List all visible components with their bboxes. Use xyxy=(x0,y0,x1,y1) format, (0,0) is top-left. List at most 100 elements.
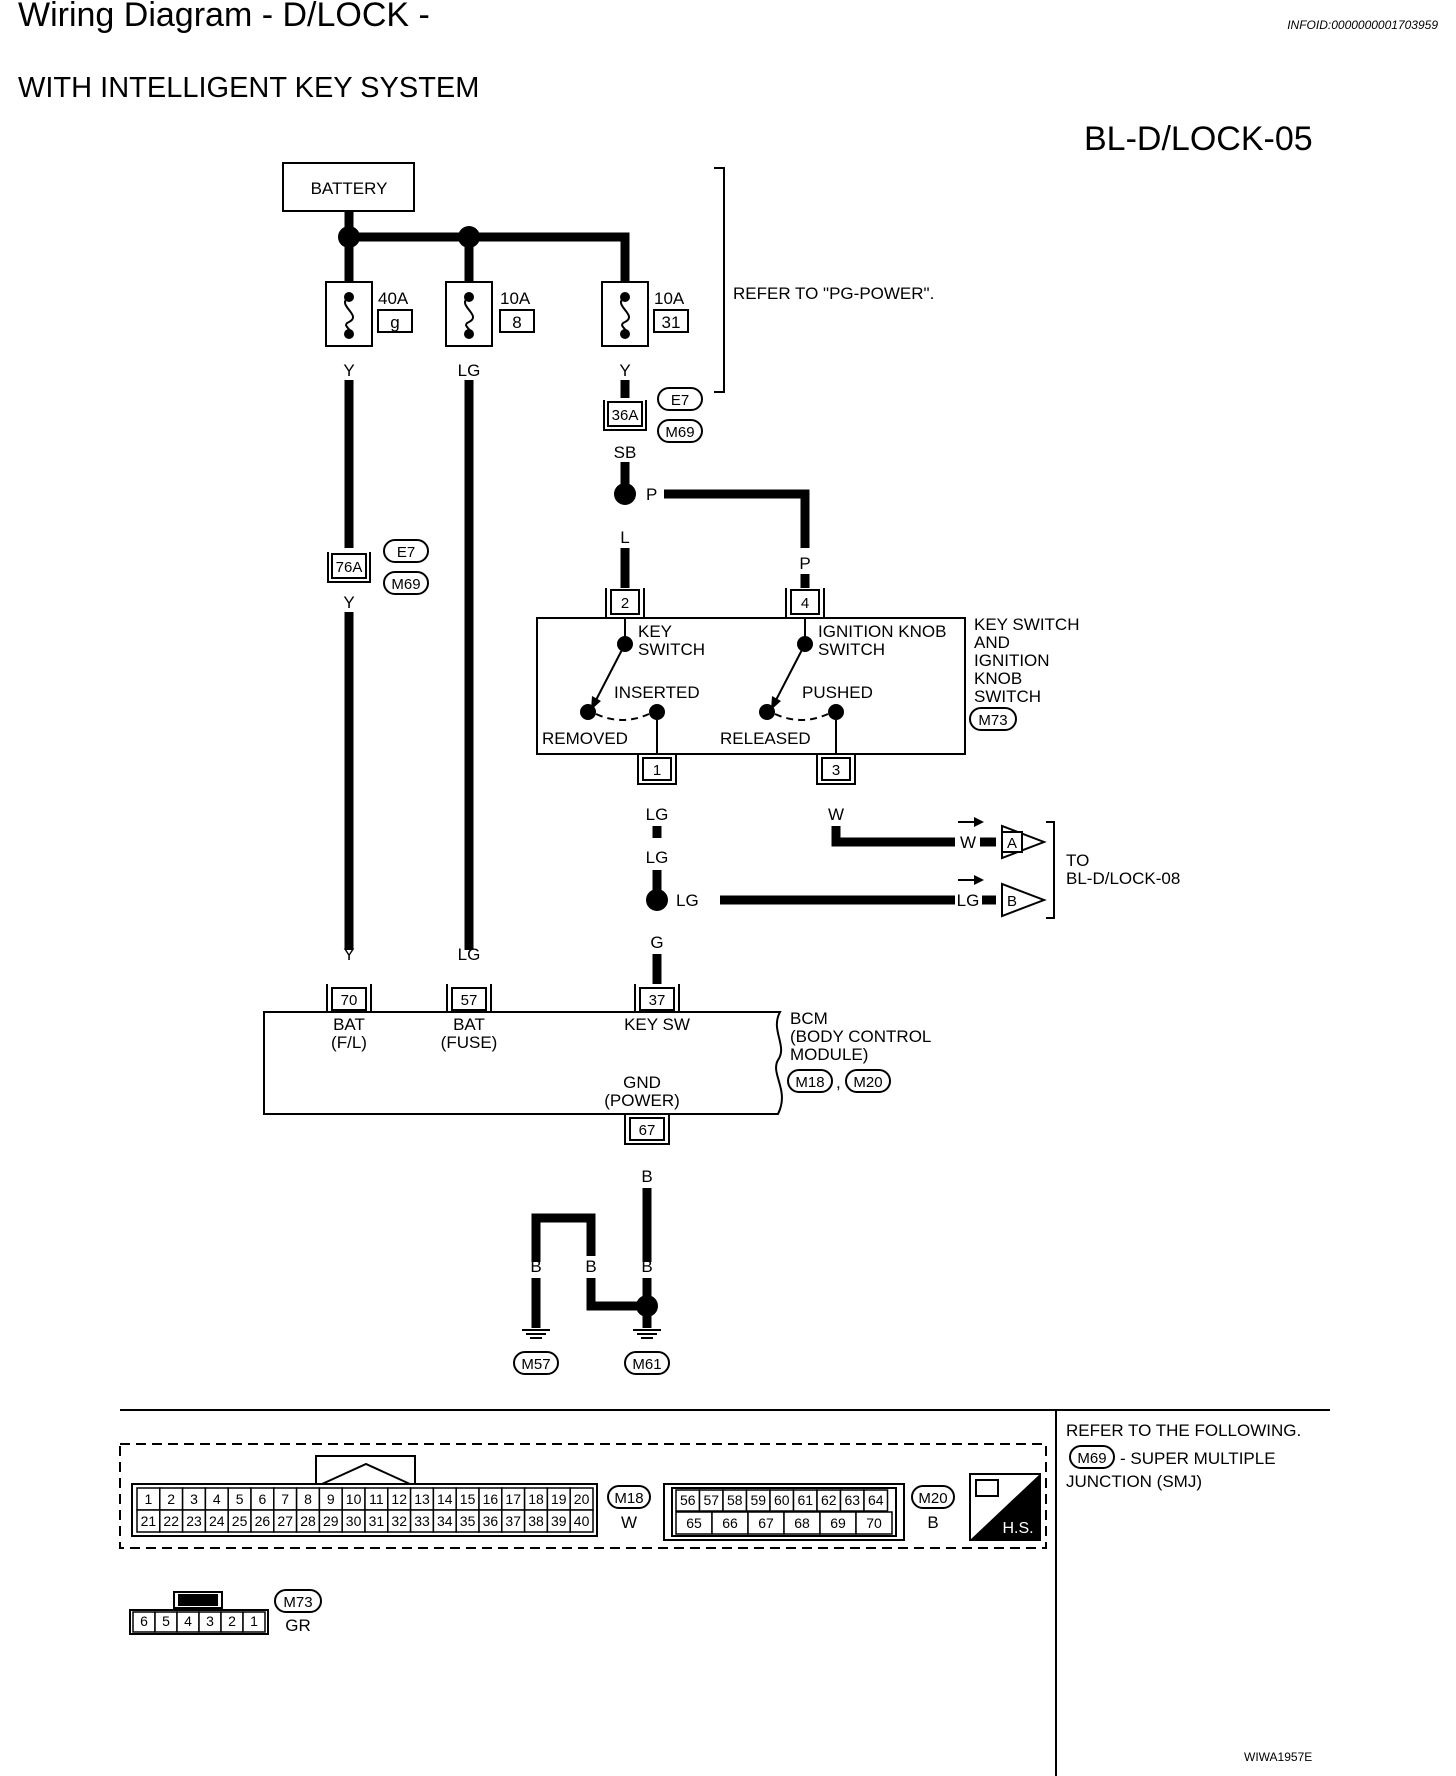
svg-text:SWITCH: SWITCH xyxy=(974,687,1041,706)
svg-text:(FUSE): (FUSE) xyxy=(441,1033,498,1052)
svg-text:B: B xyxy=(927,1513,938,1532)
page-title: Wiring Diagram - D/LOCK - xyxy=(18,0,430,34)
wire-b-join xyxy=(586,1278,647,1311)
m20-row1-pin-label: 61 xyxy=(797,1492,813,1508)
m73-cell xyxy=(242,1611,266,1633)
m18-row1-pin-label: 17 xyxy=(505,1491,521,1507)
m18-row2-pin-label: 27 xyxy=(277,1513,293,1529)
m20-row1-pin-label: 64 xyxy=(868,1492,884,1508)
wire-color-label: B xyxy=(530,1257,541,1276)
svg-text:M73: M73 xyxy=(283,1594,312,1611)
svg-text:E7: E7 xyxy=(671,392,689,409)
m20-row1-cell xyxy=(863,1489,889,1512)
svg-text:B: B xyxy=(1007,893,1017,910)
m18-row1-pin-label: 3 xyxy=(190,1491,198,1507)
m73-pin-label: 6 xyxy=(140,1613,148,1629)
svg-text:M69: M69 xyxy=(391,576,420,593)
svg-text:M61: M61 xyxy=(632,1356,661,1373)
svg-text:REFER TO THE FOLLOWING.: REFER TO THE FOLLOWING. xyxy=(1066,1421,1301,1440)
svg-text:GND: GND xyxy=(623,1073,661,1092)
m18-row1-pin-label: 9 xyxy=(327,1491,335,1507)
wire-color-label: B xyxy=(641,1257,652,1276)
svg-text:MODULE): MODULE) xyxy=(790,1045,868,1064)
m18-row1-pin-label: 5 xyxy=(236,1491,244,1507)
svg-text:(POWER): (POWER) xyxy=(604,1091,680,1110)
svg-text:M20: M20 xyxy=(918,1490,947,1507)
svg-text:M73: M73 xyxy=(978,712,1007,729)
m20-row1-pin-label: 63 xyxy=(844,1492,860,1508)
refer-following-note: REFER TO THE FOLLOWING. M69 - SUPER MULT… xyxy=(1066,1421,1301,1491)
to-ref-bracket xyxy=(1046,821,1055,919)
m18-row1-pin-label: 15 xyxy=(460,1491,476,1507)
svg-text:36A: 36A xyxy=(612,407,639,424)
fuse-10a-31: 10A 31 xyxy=(601,281,689,347)
svg-text:57: 57 xyxy=(461,992,478,1009)
splice-dot xyxy=(646,889,668,911)
m18-row1-pin-label: 19 xyxy=(551,1491,567,1507)
m18-row1-pin-label: 8 xyxy=(304,1491,312,1507)
wire-color-label: G xyxy=(650,933,663,952)
svg-text:E7: E7 xyxy=(397,544,415,561)
svg-text:g: g xyxy=(390,313,399,332)
m18-row1-pin-label: 2 xyxy=(167,1491,175,1507)
svg-text:4: 4 xyxy=(801,595,809,612)
bcm-name: BCM (BODY CONTROL MODULE) M18 , M20 xyxy=(787,1009,931,1093)
m18-row1-pin-label: 10 xyxy=(346,1491,362,1507)
m18-row2-pin-label: 26 xyxy=(255,1513,271,1529)
m18-row2-pin-label: 36 xyxy=(483,1513,499,1529)
m18-row1-pin-label: 20 xyxy=(574,1491,590,1507)
battery-label: BATTERY xyxy=(311,179,388,198)
svg-text:- SUPER MULTIPLE: - SUPER MULTIPLE xyxy=(1120,1449,1276,1468)
m18-row2-pin-label: 28 xyxy=(300,1513,316,1529)
m73-pin-label: 5 xyxy=(162,1613,170,1629)
svg-text:M18: M18 xyxy=(614,1490,643,1507)
key-switch-component-name: KEY SWITCH AND IGNITION KNOB SWITCH M73 xyxy=(969,615,1079,731)
m18-row1-pin-label: 14 xyxy=(437,1491,453,1507)
svg-text:67: 67 xyxy=(639,1122,656,1139)
m18-row1-pin-label: 6 xyxy=(259,1491,267,1507)
connector-76a: 76A E7 M69 xyxy=(327,539,429,595)
wire-color-label: Y xyxy=(619,361,630,380)
harness-connector-frame xyxy=(119,1443,1047,1549)
m18-row2-pin-label: 34 xyxy=(437,1513,453,1529)
svg-text:W: W xyxy=(621,1513,637,1532)
wire-color-label: LG xyxy=(646,805,669,824)
wire-color-label: Y xyxy=(343,945,354,964)
wire-color-label: LG xyxy=(458,945,481,964)
svg-text:INSERTED: INSERTED xyxy=(614,683,700,702)
svg-text:,: , xyxy=(836,1073,841,1092)
wire-color-label: P xyxy=(799,554,810,573)
m18-row2-pin-label: 37 xyxy=(505,1513,521,1529)
svg-text:SWITCH: SWITCH xyxy=(638,640,705,659)
wire-color-label: LG xyxy=(458,361,481,380)
m20-row2-pin-label: 68 xyxy=(794,1515,810,1531)
svg-text:PUSHED: PUSHED xyxy=(802,683,873,702)
svg-text:37: 37 xyxy=(649,992,666,1009)
m18-row2-pin-label: 38 xyxy=(528,1513,544,1529)
m20-row1-pin-label: 62 xyxy=(821,1492,837,1508)
wire-color-label: L xyxy=(620,528,629,547)
svg-text:10A: 10A xyxy=(500,289,531,308)
ground-m61: M61 xyxy=(624,1329,670,1375)
svg-text:M18: M18 xyxy=(795,1074,824,1091)
m18-row1-pin-label: 4 xyxy=(213,1491,221,1507)
svg-text:IGNITION: IGNITION xyxy=(974,651,1050,670)
m18-row2-pin-label: 21 xyxy=(141,1513,157,1529)
wire-w xyxy=(831,826,955,847)
svg-text:M69: M69 xyxy=(665,424,694,441)
wire-color-label: B xyxy=(641,1167,652,1186)
refer-pg-power: REFER TO "PG-POWER". xyxy=(733,284,934,303)
connector-36a: 36A E7 M69 xyxy=(603,387,703,443)
to-ref-label: TO xyxy=(1066,851,1089,870)
svg-text:(F/L): (F/L) xyxy=(331,1033,367,1052)
m18-row2-pin-label: 32 xyxy=(391,1513,407,1529)
svg-text:H.S.: H.S. xyxy=(1002,1520,1033,1537)
svg-text:M69: M69 xyxy=(1077,1450,1106,1467)
info-id: INFOID:0000000001703959 xyxy=(1287,18,1438,32)
svg-text:8: 8 xyxy=(512,313,521,332)
svg-text:M20: M20 xyxy=(853,1074,882,1091)
svg-text:3: 3 xyxy=(832,762,840,779)
m73-pin-label: 4 xyxy=(184,1613,192,1629)
m18-row1-pin-label: 1 xyxy=(145,1491,153,1507)
